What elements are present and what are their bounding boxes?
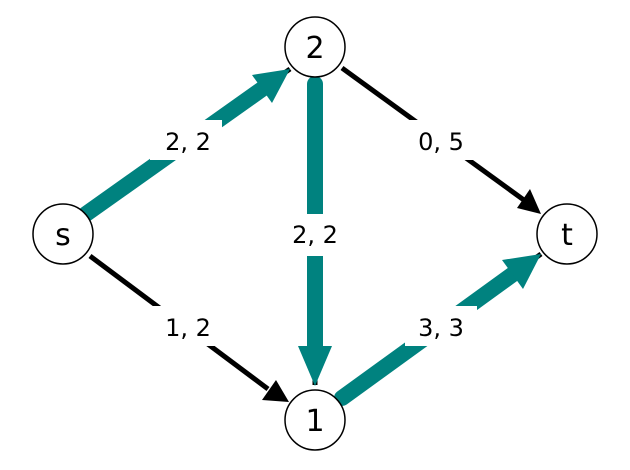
edge-label: 1, 2 [165,314,211,342]
node-label: t [561,218,573,253]
edge-s-to-2: 2, 2 [76,66,292,222]
edge-label-background [278,214,352,256]
edge-s-to-1: 1, 2 [88,253,289,402]
edge-label-background [405,306,477,346]
edge-label: 2, 2 [292,221,338,249]
edge-label: 0, 5 [418,128,464,156]
node-1: 1 [284,389,346,451]
edge-label-background [150,306,222,346]
edge-label-background [405,120,477,160]
arrowhead-icon [262,380,289,402]
arrowhead-icon [252,69,290,103]
node-circle [284,16,346,78]
node-circle [284,389,346,451]
arrowhead-icon [502,254,541,289]
edge-1-to-t: 3, 3 [334,251,543,406]
edge-2-to-1: 2, 2 [278,76,352,386]
edge-label: 2, 2 [165,128,211,156]
node-label: 2 [305,31,324,66]
node-label: s [55,218,71,253]
arrowhead-icon [298,346,332,386]
node-s: s [32,203,94,265]
edge-label-background [150,120,222,160]
arrowhead-icon [517,189,541,214]
node-circle [32,203,94,265]
node-circle [536,203,598,265]
node-2: 2 [284,16,346,78]
edge-2-to-t: 0, 5 [340,65,541,214]
edge-label: 3, 3 [418,314,464,342]
node-t: t [536,203,598,265]
node-label: 1 [305,404,324,439]
